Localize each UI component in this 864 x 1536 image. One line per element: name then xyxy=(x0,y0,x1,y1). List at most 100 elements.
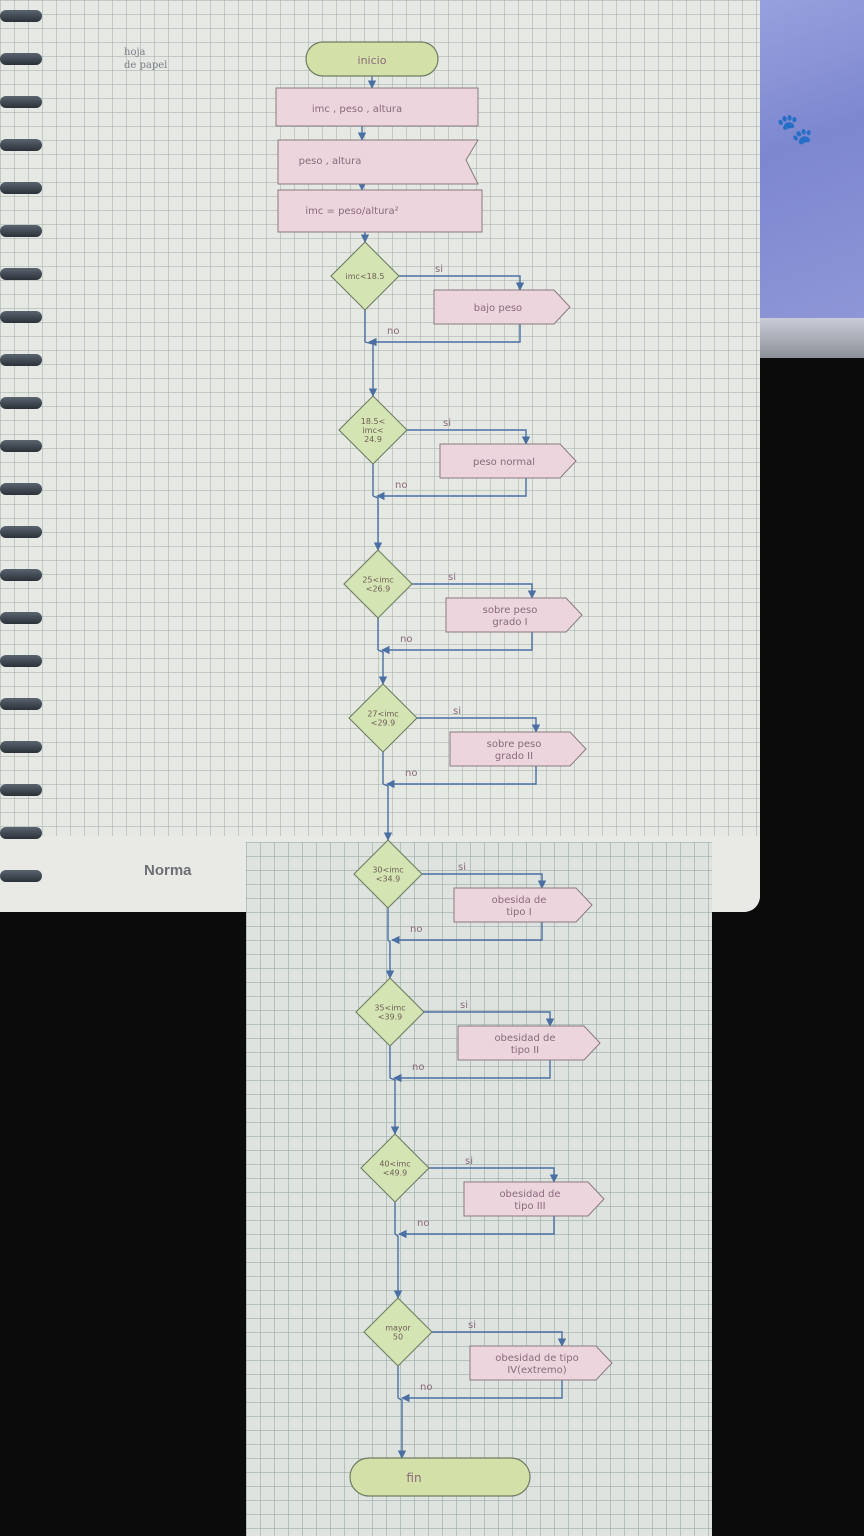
no-label: no xyxy=(420,1382,432,1393)
connector xyxy=(397,1397,407,1459)
decision-condition: <49.9 xyxy=(383,1169,408,1178)
start-label: inicio xyxy=(358,54,387,67)
yes-connector xyxy=(412,583,537,599)
decision-diamond xyxy=(363,1297,433,1367)
process-box xyxy=(277,189,483,233)
return-connector xyxy=(401,1380,563,1403)
spiral-ring xyxy=(0,612,42,624)
no-label: no xyxy=(417,1218,429,1229)
decision-diamond xyxy=(355,977,425,1047)
decision-condition: imc< xyxy=(362,426,383,435)
output-box xyxy=(469,1345,613,1381)
yes-connector xyxy=(422,873,547,889)
output-label: peso normal xyxy=(473,457,535,468)
decision-diamond xyxy=(353,839,423,909)
spiral-ring xyxy=(0,698,42,710)
decision-condition: 50 xyxy=(393,1333,403,1342)
yes-connector xyxy=(407,429,531,445)
spiral-ring xyxy=(0,53,42,65)
end-label: fin xyxy=(406,1471,421,1485)
spiral-ring xyxy=(0,655,42,667)
return-connector xyxy=(391,922,543,945)
no-label: no xyxy=(395,480,407,491)
output-label: obesidad de xyxy=(494,1033,555,1044)
yes-label: si xyxy=(458,862,466,873)
yes-label: si xyxy=(460,1000,468,1011)
input-label: imc , peso , altura xyxy=(312,104,402,115)
output-label: obesidad de tipo xyxy=(495,1353,578,1364)
spiral-ring xyxy=(0,440,42,452)
yes-connector xyxy=(399,275,525,291)
output-box xyxy=(433,289,571,325)
decision-condition: 30<imc xyxy=(372,866,403,875)
taped-paper-strip xyxy=(246,842,712,1536)
decision-condition: <39.9 xyxy=(378,1013,403,1022)
return-connector xyxy=(386,766,537,789)
decision-condition: <26.9 xyxy=(366,585,391,594)
yes-connector xyxy=(429,1167,559,1183)
read-label: peso , altura xyxy=(299,156,362,167)
no-label: no xyxy=(410,924,422,935)
start-terminal xyxy=(305,41,439,77)
output-label: obesida de xyxy=(492,895,547,906)
output-box xyxy=(439,443,577,479)
spiral-ring xyxy=(0,225,42,237)
no-label: no xyxy=(412,1062,424,1073)
decision-diamond xyxy=(348,683,418,753)
paw-print-icon: 🐾 xyxy=(776,112,814,147)
spiral-ring xyxy=(0,483,42,495)
no-label: no xyxy=(400,634,412,645)
output-label: sobre peso xyxy=(483,605,538,616)
yes-label: si xyxy=(453,706,461,717)
yes-connector xyxy=(417,717,541,733)
yes-label: si xyxy=(443,418,451,429)
spiral-ring xyxy=(0,870,42,882)
spiral-ring xyxy=(0,784,42,796)
output-box xyxy=(445,597,583,633)
spiral-ring xyxy=(0,10,42,22)
spiral-ring xyxy=(0,741,42,753)
corner-note: hoja de papel xyxy=(124,46,167,72)
decision-condition: 25<imc xyxy=(362,576,393,585)
output-box xyxy=(457,1025,601,1061)
output-label: bajo peso xyxy=(474,303,522,314)
spiral-ring xyxy=(0,311,42,323)
output-label: IV(extremo) xyxy=(507,1365,566,1376)
corner-note-line-2: de papel xyxy=(124,60,168,71)
no-label: no xyxy=(405,768,417,779)
return-connector xyxy=(393,1060,551,1083)
spiral-ring xyxy=(0,397,42,409)
output-box xyxy=(463,1181,605,1217)
connector xyxy=(385,939,395,979)
output-label: grado I xyxy=(492,617,527,628)
yes-connector xyxy=(424,1011,555,1027)
flow-connectors xyxy=(357,76,567,1459)
yes-label: si xyxy=(448,572,456,583)
decision-condition: 24.9 xyxy=(364,435,382,444)
decision-condition: 40<imc xyxy=(379,1160,410,1169)
connector xyxy=(393,1233,403,1299)
flow-shapes: inicio imc , peso , altura peso , altura… xyxy=(275,41,531,1497)
yes-label: si xyxy=(435,264,443,275)
decision-condition: imc<18.5 xyxy=(346,272,385,281)
decision-condition: 35<imc xyxy=(374,1004,405,1013)
output-box xyxy=(449,731,587,767)
output-box xyxy=(453,887,593,923)
connector xyxy=(377,649,388,685)
return-connector xyxy=(381,632,533,655)
decision-diamond xyxy=(360,1133,430,1203)
read-box xyxy=(277,139,479,185)
return-connector xyxy=(398,1216,555,1239)
output-label: sobre peso xyxy=(487,739,542,750)
connector xyxy=(382,783,393,841)
corner-note-line-1: hoja xyxy=(124,47,146,58)
spiral-ring xyxy=(0,827,42,839)
end-terminal xyxy=(349,1457,531,1497)
spiral-ring xyxy=(0,96,42,108)
notebook-brand-logo: Norma xyxy=(144,862,192,879)
